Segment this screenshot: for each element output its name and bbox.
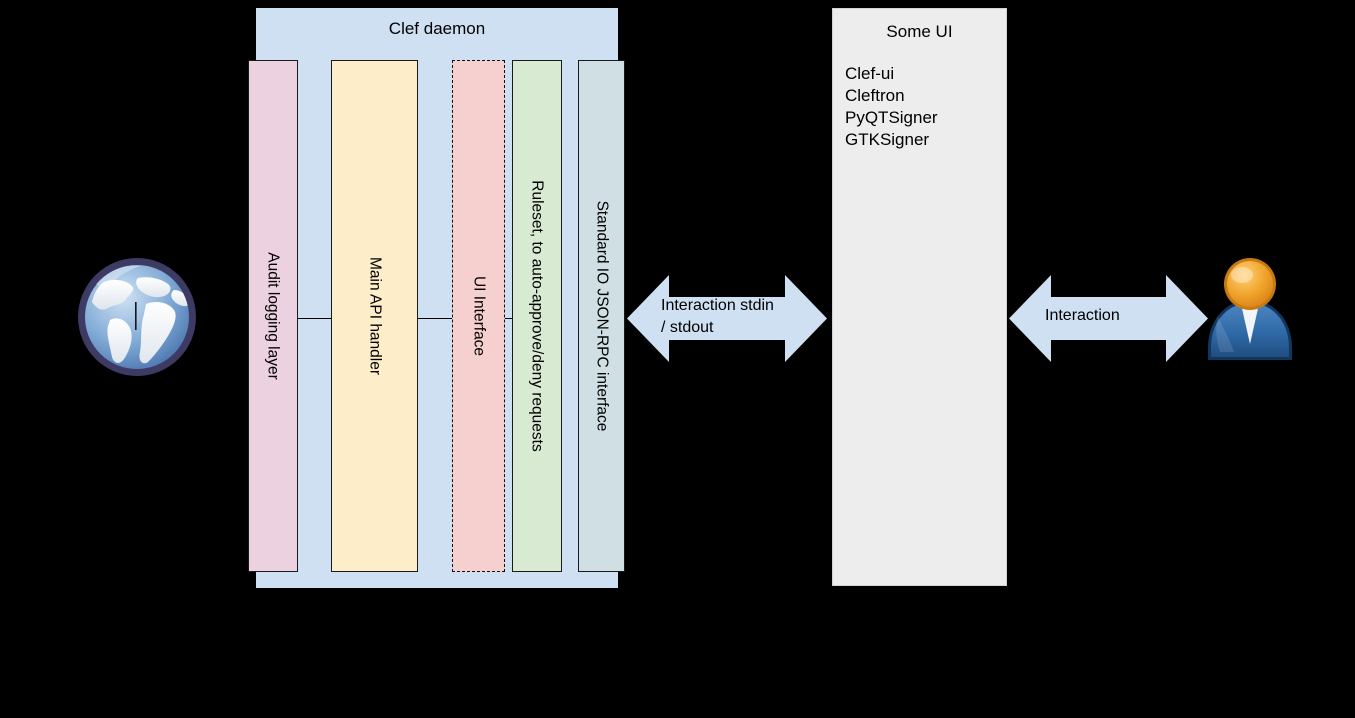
layer-audit-logging[interactable]: Audit logging layer — [248, 60, 298, 572]
layer-json-rpc-interface[interactable]: Standard IO JSON-RPC interface — [578, 60, 625, 572]
user-icon — [1204, 256, 1296, 366]
some-ui-container: Some UI Clef-ui Cleftron PyQTSigner GTKS… — [832, 8, 1007, 586]
layer-json-rpc-interface-label: Standard IO JSON-RPC interface — [593, 200, 610, 432]
connector-line-audit-to-api — [297, 318, 332, 319]
clef-daemon-title: Clef daemon — [388, 19, 486, 38]
clef-daemon-container — [256, 8, 618, 588]
layer-main-api-handler[interactable]: Main API handler — [331, 60, 418, 572]
arrow-stdin-stdout-label: Interaction stdin / stdout — [661, 297, 774, 336]
list-item: Cleftron — [845, 86, 905, 105]
some-ui-title: Some UI — [886, 22, 953, 41]
globe-icon — [74, 254, 200, 380]
layer-ruleset[interactable]: Ruleset, to auto-approve/deny requests — [512, 60, 562, 572]
list-item: PyQTSigner — [845, 108, 938, 127]
arrow-interaction: Interaction — [1009, 271, 1208, 366]
arrow-interaction-label: Interaction — [1045, 307, 1120, 324]
list-item: Clef-ui — [845, 64, 895, 83]
layer-ui-interface-label: UI Interface — [470, 275, 487, 357]
arrow-stdin-stdout: Interaction stdin / stdout — [627, 271, 827, 366]
layer-main-api-handler-label: Main API handler — [366, 256, 383, 376]
layer-ruleset-label: Ruleset, to auto-approve/deny requests — [528, 180, 546, 452]
some-ui-list: Clef-ui Cleftron PyQTSigner GTKSigner — [845, 63, 938, 151]
layer-audit-logging-label: Audit logging layer — [264, 252, 282, 380]
list-item: GTKSigner — [845, 130, 930, 149]
layer-ui-interface[interactable]: UI Interface — [452, 60, 505, 572]
